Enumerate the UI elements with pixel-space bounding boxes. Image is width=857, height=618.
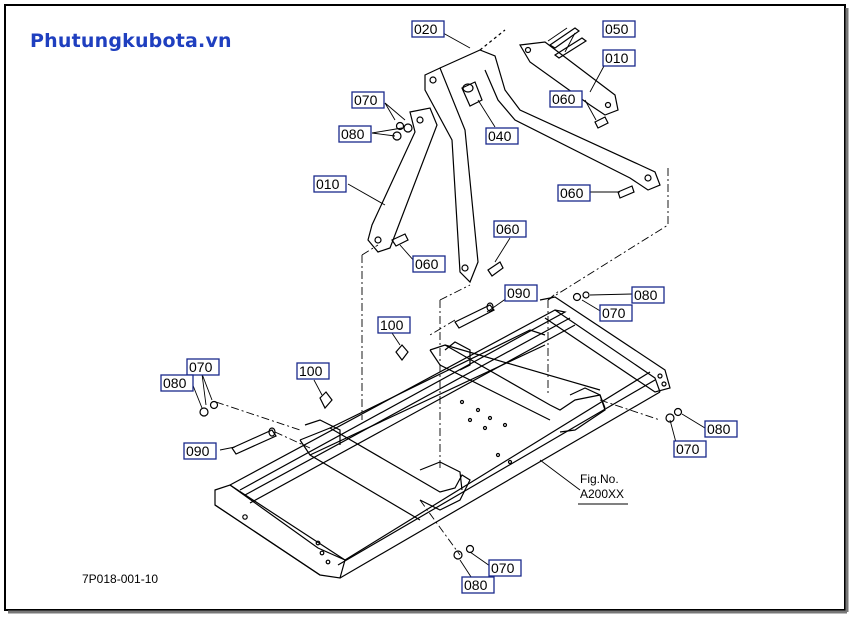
callout-020[interactable]: 020 [411, 20, 445, 38]
callout-100[interactable]: 100 [296, 362, 330, 380]
svg-text:080: 080 [707, 421, 731, 437]
figure-reference: Fig.No. A200XX [580, 472, 624, 502]
callout-060[interactable]: 060 [549, 90, 583, 108]
callout-070[interactable]: 070 [673, 440, 707, 458]
callout-070[interactable]: 070 [488, 559, 522, 577]
callout-080[interactable]: 080 [338, 125, 372, 143]
svg-text:070: 070 [676, 441, 700, 457]
svg-text:100: 100 [380, 317, 404, 333]
figure-reference-number: A200XX [580, 487, 625, 501]
figure-reference-label: Fig.No. [580, 472, 619, 486]
assembly-lines [215, 168, 669, 556]
callout-080[interactable]: 080 [461, 576, 495, 594]
callout-090[interactable]: 090 [183, 442, 217, 460]
link-arm-010-right [519, 41, 619, 116]
svg-text:010: 010 [316, 176, 340, 192]
svg-text:070: 070 [602, 305, 626, 321]
svg-text:040: 040 [488, 128, 512, 144]
svg-text:090: 090 [507, 285, 531, 301]
callout-100[interactable]: 100 [377, 316, 411, 334]
callout-090[interactable]: 090 [504, 284, 538, 302]
svg-text:060: 060 [560, 185, 584, 201]
svg-text:060: 060 [415, 256, 439, 272]
callout-070[interactable]: 070 [351, 91, 385, 109]
svg-text:020: 020 [414, 21, 438, 37]
svg-text:050: 050 [605, 21, 629, 37]
callout-060[interactable]: 060 [557, 184, 591, 202]
callout-070[interactable]: 070 [599, 304, 633, 322]
svg-text:080: 080 [341, 126, 365, 142]
svg-text:080: 080 [634, 287, 658, 303]
link-arm-010-left [367, 107, 438, 253]
svg-text:080: 080 [464, 577, 488, 593]
callout-080[interactable]: 080 [704, 420, 738, 438]
diagram-frame [4, 4, 846, 611]
svg-text:060: 060 [496, 221, 520, 237]
callout-060[interactable]: 060 [412, 255, 446, 273]
callout-060[interactable]: 060 [493, 220, 527, 238]
svg-text:090: 090 [186, 443, 210, 459]
callout-080[interactable]: 080 [160, 374, 194, 392]
figure-code: 7P018-001-10 [82, 572, 159, 586]
callout-010[interactable]: 010 [602, 49, 636, 67]
svg-text:060: 060 [552, 91, 576, 107]
callouts: 020 050 010 070 080 040 060 010 060 060 … [160, 20, 738, 594]
watermark-brand: Phutungkubota.vn [30, 30, 232, 52]
callout-050[interactable]: 050 [602, 20, 636, 38]
svg-text:100: 100 [299, 363, 323, 379]
callout-080[interactable]: 080 [631, 286, 665, 304]
leader-lines [191, 27, 706, 584]
svg-text:070: 070 [189, 359, 213, 375]
callout-010[interactable]: 010 [313, 175, 347, 193]
callout-040[interactable]: 040 [485, 127, 519, 145]
svg-text:070: 070 [354, 92, 378, 108]
svg-text:070: 070 [491, 560, 515, 576]
svg-text:010: 010 [605, 50, 629, 66]
svg-text:080: 080 [163, 375, 187, 391]
link-arm-020 [424, 67, 479, 284]
callout-070[interactable]: 070 [186, 358, 220, 376]
